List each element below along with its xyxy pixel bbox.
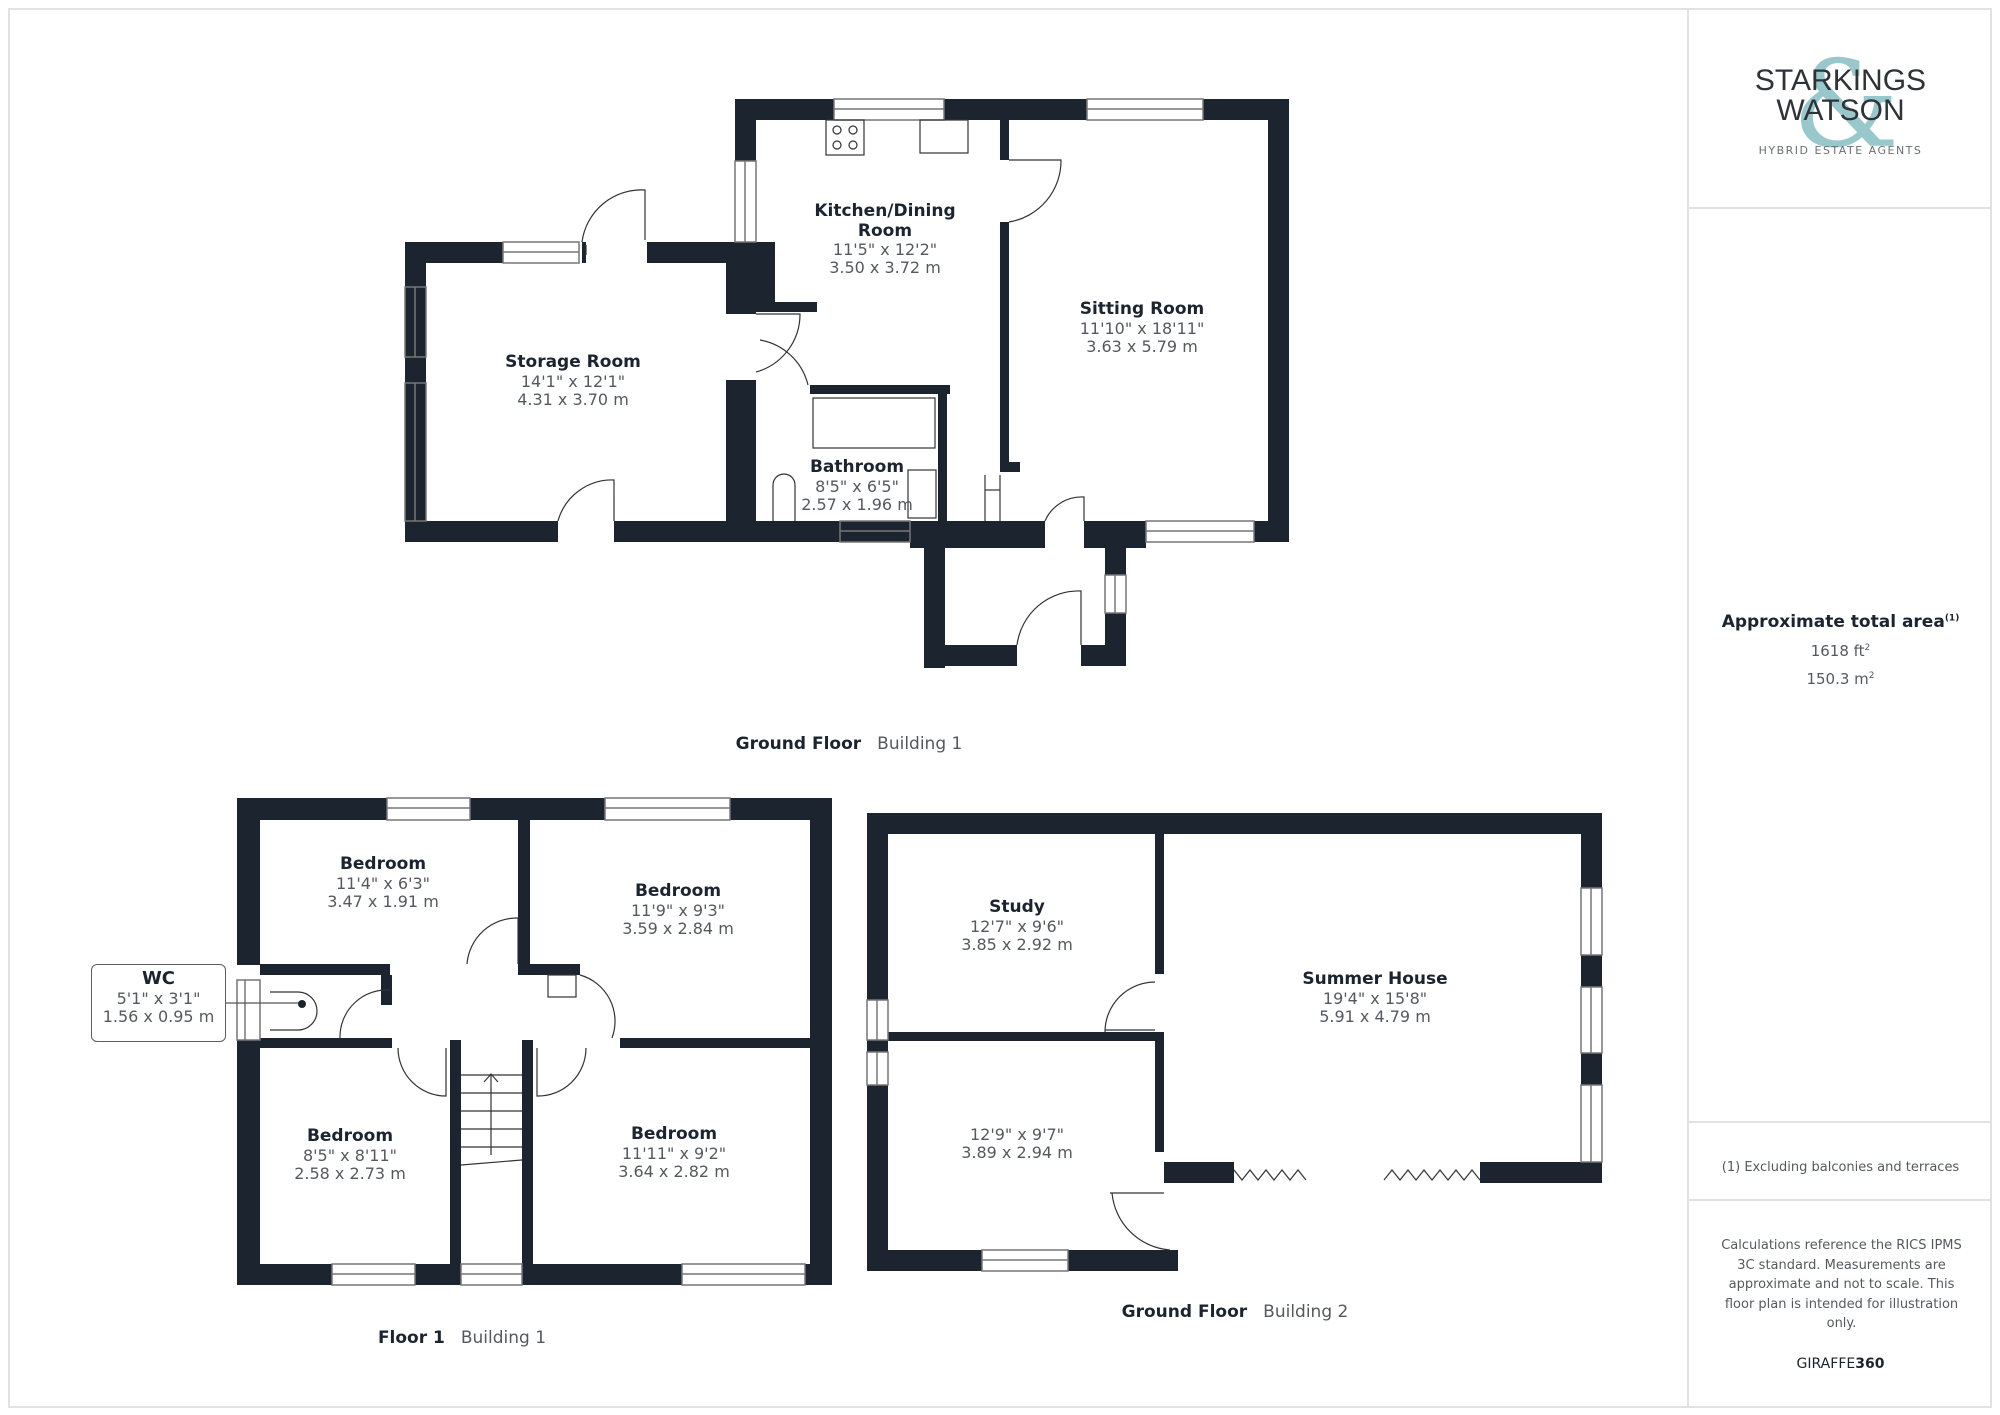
logo-line-1: STARKINGS	[1754, 64, 1927, 97]
walls-floor-1-building-1	[237, 798, 832, 1285]
area-footnote-ref: (1)	[1944, 613, 1960, 624]
room-dim-metric: 3.59 x 2.84 m	[622, 918, 734, 938]
brand-prefix: GIRAFFE	[1796, 1356, 1856, 1372]
room-dim-metric: 2.58 x 2.73 m	[294, 1163, 406, 1183]
room-name: Kitchen/Dining	[814, 201, 956, 221]
info-panel: & STARKINGS WATSON HYBRID ESTATE AGENTS …	[1687, 8, 1992, 1408]
room-name: Bedroom	[630, 1124, 718, 1144]
floor-name: Ground Floor	[1121, 1302, 1248, 1322]
area-unit-exp: 2	[1868, 671, 1875, 681]
room-label-study: Study 12'7" x 9'6" 3.85 x 2.92 m	[961, 897, 1073, 954]
room-dim-metric: 5.91 x 4.79 m	[1319, 1006, 1431, 1026]
area-sqft: 1618 ft2	[1689, 642, 1992, 660]
floor-caption-ground-floor-building-2: Ground Floor Building 2	[1122, 1302, 1349, 1322]
area-sqft-value: 1618 ft	[1810, 642, 1865, 660]
room-name: WC	[141, 968, 176, 989]
room-dim-imperial: 11'4" x 6'3"	[335, 873, 431, 893]
room-dim-imperial: 11'5" x 12'2"	[832, 240, 938, 260]
page-frame	[8, 8, 1992, 1408]
room-dim-imperial: 19'4" x 15'8"	[1322, 988, 1428, 1008]
room-dim-metric: 3.47 x 1.91 m	[327, 891, 439, 911]
room-name: Study	[989, 897, 1045, 917]
room-dim-imperial: 11'9" x 9'3"	[630, 900, 726, 920]
building-name: Building 2	[1263, 1302, 1349, 1322]
room-dim-metric: 1.56 x 0.95 m	[102, 1007, 215, 1027]
panel-divider	[1689, 1121, 1992, 1123]
room-label-sitting-room: Sitting Room 11'10" x 18'11" 3.63 x 5.79…	[1079, 299, 1205, 356]
wc-callout: WC 5'1" x 3'1" 1.56 x 0.95 m	[91, 964, 226, 1042]
room-label-bedroom-2: Bedroom 11'9" x 9'3" 3.59 x 2.84 m	[622, 881, 734, 938]
floor-name: Floor 1	[377, 1328, 445, 1348]
room-name: Sitting Room	[1079, 299, 1205, 319]
windows-floor-1-building-1	[236, 797, 806, 1286]
room-name: Bedroom	[634, 881, 722, 901]
room-dim-metric: 3.63 x 5.79 m	[1086, 336, 1198, 356]
room-label-storage-room: Storage Room 14'1" x 12'1" 4.31 x 3.70 m	[505, 352, 641, 409]
agency-logo: & STARKINGS WATSON HYBRID ESTATE AGENTS	[1689, 46, 1992, 166]
walls-ground-floor-building-2	[867, 813, 1602, 1271]
wc-pointer-dot	[298, 1000, 306, 1008]
room-dim-imperial: 11'11" x 9'2"	[621, 1143, 727, 1163]
logo-subtitle: HYBRID ESTATE AGENTS	[1758, 144, 1923, 157]
room-name: Storage Room	[505, 352, 641, 372]
room-dim-metric: 3.64 x 2.82 m	[618, 1161, 730, 1181]
room-label-bedroom-3: Bedroom 8'5" x 8'11" 2.58 x 2.73 m	[294, 1126, 406, 1183]
room-name: Bedroom	[306, 1126, 394, 1146]
area-title-text: Approximate total area	[1721, 612, 1945, 632]
doors-stairs-floor-1-building-1	[226, 917, 616, 1166]
room-name-line2: Room	[857, 220, 913, 241]
room-dim-imperial: 12'9" x 9'7"	[969, 1125, 1065, 1144]
floor-caption-ground-floor-building-1: Ground Floor Building 1	[736, 734, 963, 754]
logo-line-2: WATSON	[1776, 94, 1905, 127]
area-sqm: 150.3 m2	[1689, 670, 1992, 688]
disclaimer-text: Calculations reference the RICS IPMS 3C …	[1721, 1238, 1962, 1331]
building-name: Building 1	[877, 734, 963, 754]
windows-ground-floor-building-1	[404, 98, 1255, 614]
panel-divider	[1689, 1199, 1992, 1201]
doors-fixtures-ground-floor-building-1	[557, 119, 1085, 646]
room-dim-imperial: 5'1" x 3'1"	[116, 988, 201, 1008]
room-name: Summer House	[1302, 969, 1448, 989]
area-title: Approximate total area(1)	[1689, 612, 1992, 632]
windows-ground-floor-building-2	[866, 887, 1603, 1272]
room-dim-metric: 2.57 x 1.96 m	[801, 494, 913, 514]
room-dim-imperial: 8'5" x 8'11"	[302, 1145, 398, 1165]
room-name: Bedroom	[339, 854, 427, 874]
area-unit-exp: 2	[1864, 643, 1871, 653]
room-label-bedroom-4: Bedroom 11'11" x 9'2" 3.64 x 2.82 m	[618, 1124, 730, 1181]
room-dim-metric: 3.89 x 2.94 m	[961, 1143, 1073, 1163]
room-dim-metric: 3.50 x 3.72 m	[829, 258, 941, 278]
floor-caption-floor-1-building-1: Floor 1 Building 1	[378, 1328, 546, 1348]
room-name: Bathroom	[809, 457, 905, 477]
total-area-block: Approximate total area(1) 1618 ft2 150.3…	[1689, 612, 1992, 688]
doors-ground-floor-building-2	[1104, 981, 1481, 1251]
room-label-kitchen-dining: Kitchen/Dining Room 11'5" x 12'2" 3.50 x…	[814, 201, 956, 278]
room-label-summer-house: Summer House 19'4" x 15'8" 5.91 x 4.79 m	[1302, 969, 1448, 1026]
room-dim-imperial: 8'5" x 6'5"	[815, 476, 899, 496]
panel-divider	[1689, 207, 1992, 209]
room-dim-imperial: 14'1" x 12'1"	[520, 371, 626, 391]
footnote-text: (1) Excluding balconies and terraces	[1721, 1160, 1960, 1175]
room-label-bathroom: Bathroom 8'5" x 6'5" 2.57 x 1.96 m	[801, 457, 913, 514]
building-name: Building 1	[460, 1328, 547, 1348]
room-label-unnamed-room: 12'9" x 9'7" 3.89 x 2.94 m	[961, 1125, 1073, 1163]
room-dim-imperial: 12'7" x 9'6"	[969, 916, 1065, 936]
logo-ampersand-icon: &	[1792, 36, 1900, 175]
room-dim-metric: 3.85 x 2.92 m	[961, 934, 1073, 954]
giraffe360-brand: GIRAFFE360	[1689, 1356, 1992, 1372]
floor-name: Ground Floor	[735, 734, 862, 754]
brand-suffix: 360	[1855, 1356, 1885, 1372]
room-dim-imperial: 11'10" x 18'11"	[1079, 318, 1205, 338]
room-label-bedroom-1: Bedroom 11'4" x 6'3" 3.47 x 1.91 m	[327, 854, 439, 911]
room-dim-metric: 4.31 x 3.70 m	[517, 389, 629, 409]
area-sqm-value: 150.3 m	[1806, 670, 1869, 688]
